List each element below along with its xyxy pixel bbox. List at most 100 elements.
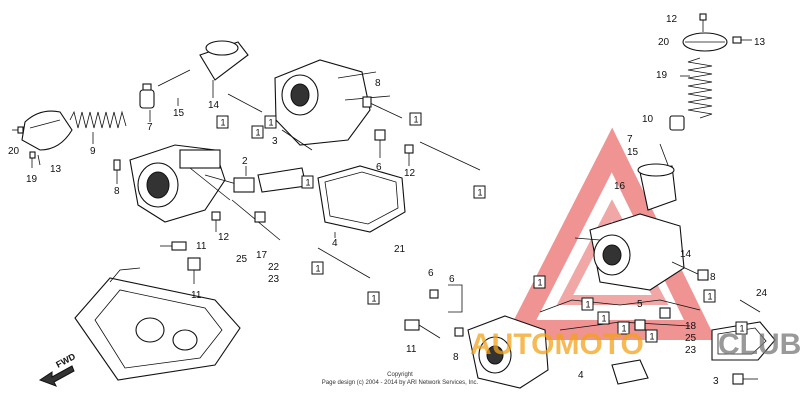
boxed-ref-text: 1	[306, 178, 311, 188]
callout-20-left: 20	[8, 146, 20, 157]
callout-14-left: 14	[208, 100, 220, 111]
small-parts-left	[113, 159, 221, 284]
throttle-shaft-upper	[227, 93, 481, 171]
float-4-right	[711, 321, 776, 361]
carburetor-body-left	[129, 144, 241, 223]
callout-15-right: 7	[627, 134, 633, 145]
callout-14-right: 16	[614, 181, 626, 192]
boxed-ref-text: 1	[740, 324, 745, 334]
fwd-arrow-indicator: FWD	[38, 351, 77, 387]
copyright-text: Page design (c) 2004 - 2014 by ARI Netwo…	[322, 380, 479, 386]
callout-8-bottom: 11	[406, 344, 417, 355]
callout-21-right: 3	[713, 376, 719, 387]
throttle-shaft-lower	[317, 247, 371, 279]
screw-20-right	[699, 13, 707, 32]
watermark-text: AUTOMOTO CLUB	[470, 328, 800, 361]
jet-needle-15-left	[157, 69, 191, 87]
vacuum-piston-14-right	[637, 163, 677, 211]
boxed-ref-label: 1	[735, 321, 748, 335]
boxed-ref-label: 1	[409, 112, 422, 126]
callout-8-left: 8	[114, 186, 120, 197]
callout-13-right: 20	[658, 37, 670, 48]
fitting-6-center	[374, 129, 386, 158]
callout-16: 15	[627, 147, 639, 158]
callout-3-right: 4	[578, 370, 584, 381]
callout-11-left: 11	[196, 241, 207, 252]
carburetor-body-right-bottom	[467, 315, 549, 389]
plug-12-center	[404, 144, 414, 166]
callout-22: 22	[268, 262, 280, 273]
callout-9: 9	[90, 146, 96, 157]
callout-25-left: 25	[236, 254, 248, 265]
callout-6-bottom: 6	[449, 274, 455, 285]
fittings-6-11-bottom	[404, 284, 464, 339]
callout-19-right: 13	[754, 37, 766, 48]
boxed-ref-label: 1	[251, 125, 264, 139]
callout-6-left: 11	[191, 290, 202, 301]
boxed-ref-text: 1	[586, 300, 591, 310]
callout-19-left: 19	[26, 174, 38, 185]
callout-12-left: 12	[218, 232, 230, 243]
screw-19-left	[29, 151, 36, 168]
callout-20-right: 12	[666, 14, 678, 25]
boxed-ref-label: 1	[645, 329, 658, 343]
needle-jet-7-left	[139, 83, 155, 109]
screw-20-left	[12, 126, 24, 134]
link-17-22-23	[231, 199, 281, 241]
boxed-ref-text: 1	[269, 118, 274, 128]
pilot-screw-8-right	[671, 261, 709, 281]
callout-3-center: 3	[272, 136, 278, 147]
callout-labels: 20 13 19 9 7 15 14 8 2 3 8 6 12 21 4 11 …	[8, 14, 768, 387]
needle-jet-7-right	[669, 115, 685, 131]
callout-10: 19	[656, 70, 668, 81]
boxed-ref-text: 1	[372, 294, 377, 304]
spring-9	[69, 110, 127, 129]
callout-6-center: 6	[376, 162, 382, 173]
boxed-ref-label: 1	[301, 175, 314, 189]
boxed-ref-text: 1	[538, 278, 543, 288]
watermark-suffix: CLUB	[718, 328, 800, 361]
callout-4-center: 4	[332, 238, 338, 249]
callout-15-left: 15	[173, 108, 185, 119]
callout-25-right: 18	[685, 321, 697, 332]
boxed-ref-text: 1	[478, 188, 483, 198]
float-4-center	[317, 165, 406, 233]
fwd-label: FWD	[54, 351, 77, 370]
carburetor-body-center	[274, 59, 391, 146]
boxed-ref-text: 1	[414, 115, 419, 125]
boxed-ref-text: 1	[316, 264, 321, 274]
boxed-ref-label: 1	[533, 275, 546, 289]
boxed-ref-label: 1	[216, 115, 229, 129]
callout-7-right: 10	[642, 114, 654, 125]
boxed-ref-label: 1	[367, 291, 380, 305]
top-cover-right	[682, 32, 728, 52]
boxed-ref-label: 1	[264, 115, 277, 129]
pilot-screw-8-center	[362, 96, 403, 119]
boxed-ref-label: 1	[311, 261, 324, 275]
float-bowl-left	[74, 267, 241, 381]
boxed-ref-text: 1	[602, 314, 607, 324]
callout-2: 2	[242, 156, 248, 167]
callout-11-bottom: 6	[428, 268, 434, 279]
watermark-word: AUTOMOTO	[470, 328, 644, 361]
boxed-ref-text: 1	[650, 332, 655, 342]
leader-lines	[37, 75, 761, 313]
float-needle-3-right	[611, 359, 649, 385]
callout-24: 23	[685, 345, 697, 356]
callout-13-left: 13	[50, 164, 62, 175]
callout-23-left: 23	[268, 274, 280, 285]
boxed-ref-label: 1	[581, 297, 594, 311]
vacuum-piston-14-left	[199, 40, 249, 96]
callout-12-bottom: 8	[453, 352, 459, 363]
callout-4-right: 24	[756, 288, 768, 299]
callout-7-left: 7	[147, 122, 153, 133]
callout-12-center: 12	[404, 168, 416, 179]
callout-18: 5	[637, 299, 643, 310]
spring-10	[687, 57, 713, 119]
boxed-ref-label: 1	[617, 321, 630, 335]
boxed-ref-label: 1	[473, 185, 486, 199]
boxed-ref-label: 1	[597, 311, 610, 325]
callout-8-right: 14	[680, 249, 692, 260]
boxed-ref-text: 1	[221, 118, 226, 128]
